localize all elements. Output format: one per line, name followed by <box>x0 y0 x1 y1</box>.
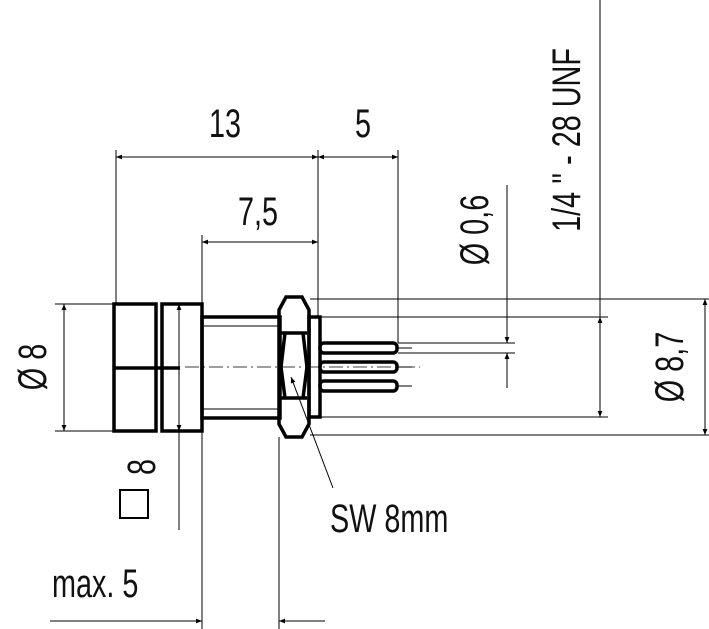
dimension-lines <box>50 0 708 624</box>
extension-lines <box>55 150 709 629</box>
dim-square: 8 <box>119 459 164 475</box>
dim-pin-diameter: Ø 0,6 <box>452 195 497 265</box>
pin <box>318 379 399 393</box>
connector-body <box>112 295 420 439</box>
dim-thread: 1/4 '' - 28 UNF <box>544 48 589 232</box>
wrench-size-label: SW 8mm <box>330 496 448 541</box>
square-symbol-icon <box>119 489 149 519</box>
dim-overall-length: 13 <box>209 101 241 146</box>
wrench-leader <box>290 376 334 489</box>
pin <box>318 341 399 355</box>
dim-thread-length: 7,5 <box>238 189 278 234</box>
dim-pin-length: 5 <box>355 101 371 146</box>
hex-nut <box>277 295 311 439</box>
dim-nut-diameter: Ø 8,7 <box>647 332 692 402</box>
dim-body-diameter: Ø 8 <box>10 344 55 390</box>
dim-panel-thickness: max. 5 <box>52 561 138 606</box>
thread-tube <box>200 315 282 420</box>
